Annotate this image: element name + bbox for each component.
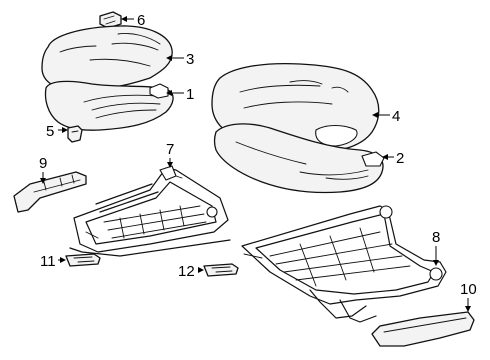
callout-labels: 6 3 1 5 4 2 7 9 8 10 11 12 — [39, 12, 477, 298]
part-2-cushion-pad — [213, 123, 385, 194]
leader-lines — [40, 16, 471, 312]
part-5-fastener — [67, 125, 83, 143]
part-8-seat-frame — [241, 205, 447, 323]
callout-5: 5 — [46, 123, 54, 140]
part-9-side-trim — [13, 171, 87, 213]
part-6-clip — [99, 11, 122, 29]
callout-12: 12 — [178, 263, 195, 280]
callout-10: 10 — [460, 281, 477, 298]
callout-1: 1 — [186, 86, 194, 103]
part-3-cushion-cover — [41, 25, 173, 92]
part-11-bracket — [65, 253, 101, 267]
callout-7: 7 — [166, 141, 174, 158]
part-10-side-trim — [371, 311, 475, 347]
callout-6: 6 — [137, 12, 145, 29]
callout-9: 9 — [39, 155, 47, 172]
callout-8: 8 — [432, 229, 440, 246]
callout-4: 4 — [392, 108, 400, 125]
part-12-bracket — [203, 263, 239, 277]
part-1-cushion-pad — [44, 80, 174, 131]
callout-2: 2 — [396, 150, 404, 167]
part-7-seat-frame — [69, 165, 231, 257]
callout-11: 11 — [40, 253, 56, 270]
callout-3: 3 — [186, 51, 194, 68]
